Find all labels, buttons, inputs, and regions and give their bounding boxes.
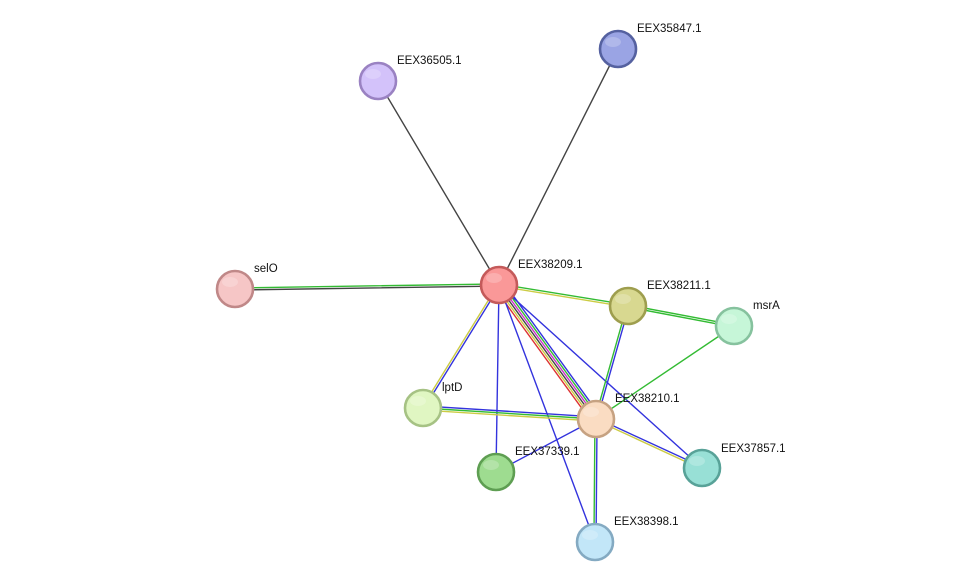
node-highlight <box>483 460 499 470</box>
edge-evidence-line <box>234 283 500 289</box>
node-EEX37857.1[interactable]: EEX37857.1 <box>682 443 786 488</box>
edge-msrA-EEX38210.1[interactable] <box>595 325 735 420</box>
node-highlight <box>486 273 502 283</box>
node-circle[interactable] <box>476 452 516 492</box>
edge-evidence-line <box>595 417 704 468</box>
edge-EEX38211.1-EEX38210.1[interactable] <box>594 305 630 420</box>
edge-evidence-line <box>595 325 735 420</box>
edge-EEX38209.1-EEX35847.1[interactable] <box>498 48 619 286</box>
node-EEX35847.1[interactable]: EEX35847.1 <box>598 23 702 69</box>
node-highlight <box>689 456 705 466</box>
node-highlight <box>605 37 621 47</box>
edges-layer <box>234 48 735 543</box>
node-EEX38211.1[interactable]: EEX38211.1 <box>608 280 711 326</box>
edge-evidence-line <box>498 283 629 306</box>
node-label: EEX37339.1 <box>515 446 580 458</box>
node-highlight <box>721 314 737 324</box>
edge-evidence-line <box>495 284 500 473</box>
node-label: EEX35847.1 <box>637 23 702 35</box>
edge-EEX38210.1-EEX38398.1[interactable] <box>593 418 598 543</box>
node-label: EEX38210.1 <box>615 393 680 405</box>
edge-evidence-line <box>498 284 703 469</box>
edge-evidence-line <box>500 282 600 418</box>
node-label: EEX38211.1 <box>647 280 711 292</box>
edge-evidence-line <box>499 283 598 420</box>
edge-evidence-line <box>421 283 499 409</box>
node-highlight <box>582 530 598 540</box>
edge-EEX38209.1-EEX38211.1[interactable] <box>498 283 629 308</box>
node-highlight <box>615 294 631 304</box>
node-circle[interactable] <box>575 522 615 562</box>
edge-evidence-line <box>595 418 598 543</box>
edge-evidence-line <box>494 287 593 423</box>
node-selO[interactable]: selO <box>215 263 278 309</box>
edge-evidence-line <box>422 407 597 420</box>
node-label: selO <box>254 263 278 275</box>
edge-evidence-line <box>596 305 630 420</box>
node-circle[interactable] <box>682 448 722 488</box>
edge-evidence-line <box>495 286 595 422</box>
edge-EEX38209.1-EEX37857.1[interactable] <box>498 284 703 469</box>
edge-EEX38209.1-EEX36505.1[interactable] <box>377 80 500 286</box>
edge-evidence-line <box>498 285 629 308</box>
node-circle[interactable] <box>403 388 443 428</box>
node-circle[interactable] <box>608 286 648 326</box>
edge-evidence-line <box>497 284 596 421</box>
edge-evidence-line <box>593 418 596 543</box>
node-circle[interactable] <box>714 306 754 346</box>
node-highlight <box>365 69 381 79</box>
node-circle[interactable] <box>479 265 519 305</box>
node-highlight <box>583 407 599 417</box>
edge-evidence-line <box>422 409 597 422</box>
edge-EEX38209.1-selO[interactable] <box>234 283 500 291</box>
node-EEX37339.1[interactable]: EEX37339.1 <box>476 446 580 492</box>
node-label: EEX38398.1 <box>614 516 679 528</box>
edge-lptD-EEX38210.1[interactable] <box>422 405 597 422</box>
node-circle[interactable] <box>598 29 638 69</box>
edge-evidence-line <box>377 80 500 286</box>
edge-evidence-line <box>422 405 597 418</box>
node-EEX38210.1[interactable]: EEX38210.1 <box>576 393 680 439</box>
edge-evidence-line <box>498 48 619 286</box>
node-label: msrA <box>753 300 780 312</box>
edge-EEX38209.1-lptD[interactable] <box>421 283 501 410</box>
node-EEX38398.1[interactable]: EEX38398.1 <box>575 516 679 562</box>
edge-EEX38209.1-EEX37339.1[interactable] <box>495 284 500 473</box>
node-label: EEX38209.1 <box>518 259 583 271</box>
edge-evidence-line <box>423 284 501 410</box>
node-highlight <box>222 277 238 287</box>
node-highlight <box>410 396 426 406</box>
node-label: EEX36505.1 <box>397 55 462 67</box>
edge-evidence-line <box>594 305 628 420</box>
edge-evidence-line <box>594 419 703 470</box>
node-label: EEX37857.1 <box>721 443 786 455</box>
edge-evidence-line <box>234 285 500 291</box>
node-lptD[interactable]: lptD <box>403 382 462 428</box>
node-EEX38209.1[interactable]: EEX38209.1 <box>479 259 583 305</box>
node-label: lptD <box>442 382 462 394</box>
node-msrA[interactable]: msrA <box>714 300 780 346</box>
edge-EEX38210.1-EEX37857.1[interactable] <box>594 417 704 470</box>
node-circle[interactable] <box>358 61 398 101</box>
node-EEX36505.1[interactable]: EEX36505.1 <box>358 55 462 101</box>
node-circle[interactable] <box>215 269 255 309</box>
node-circle[interactable] <box>576 399 616 439</box>
edge-EEX38209.1-EEX38210.1[interactable] <box>494 281 601 423</box>
